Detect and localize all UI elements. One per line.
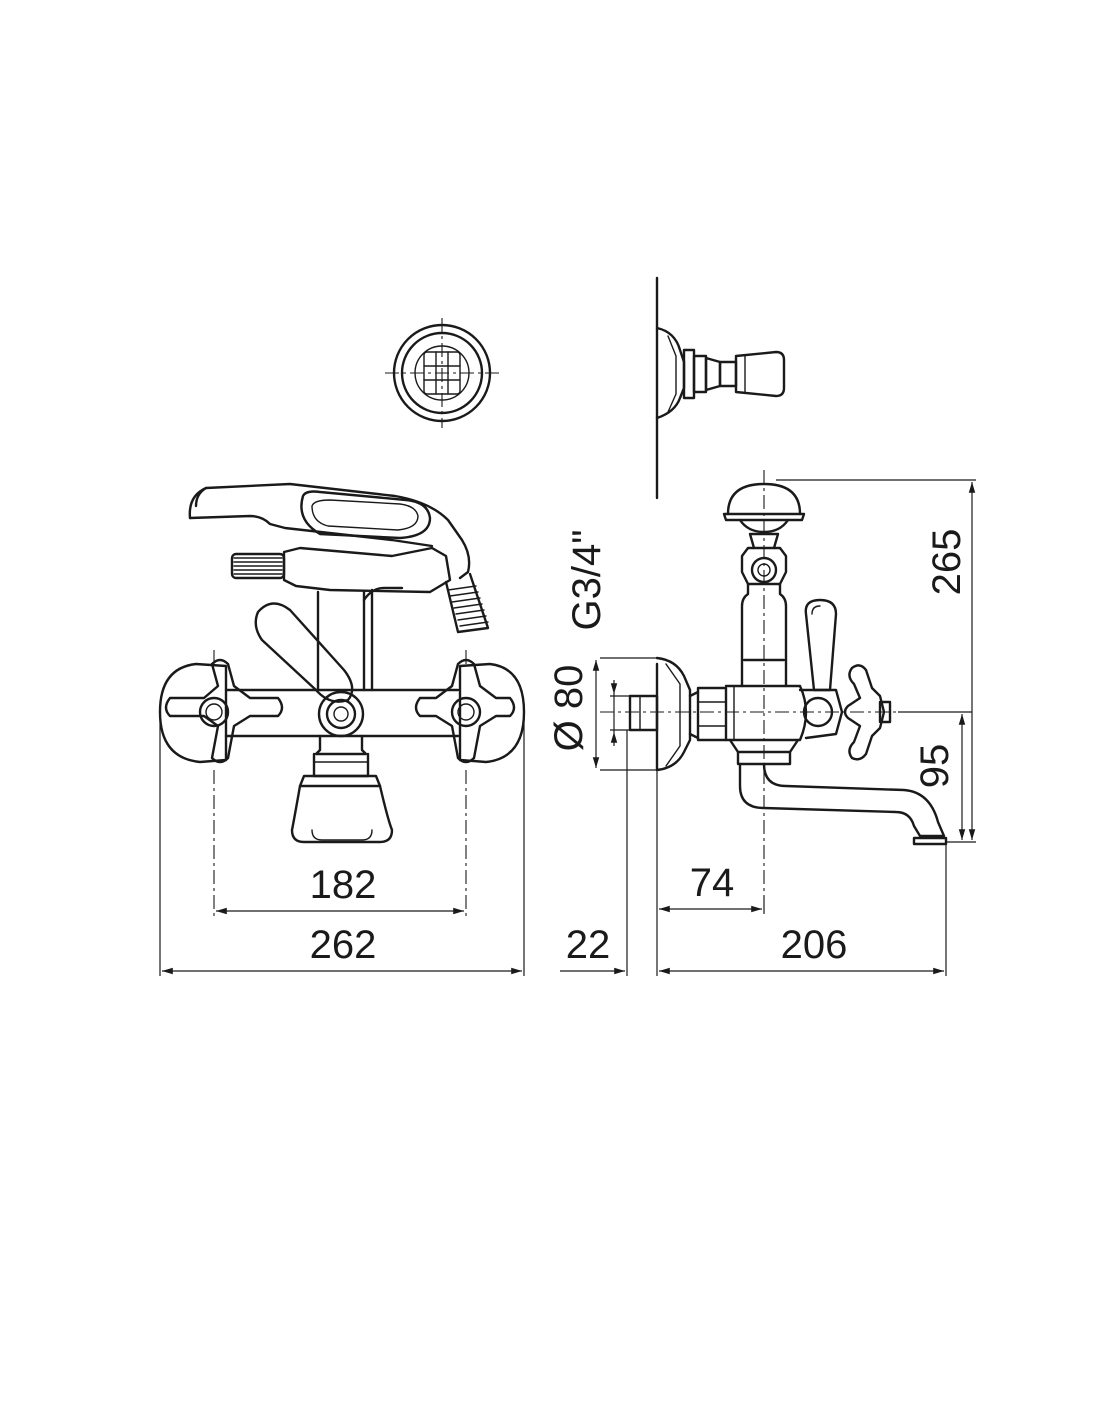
dim-wall-offset: 22 [566, 923, 611, 967]
dim-overall-width: 262 [310, 923, 377, 967]
dim-rosette-diameter: Ø 80 [547, 665, 591, 752]
front-view [158, 482, 526, 976]
dim-thread: G3/4" [565, 530, 609, 631]
lever-handle-side [798, 598, 844, 740]
rosette-front-view [385, 318, 499, 428]
dim-center-distance: 182 [310, 863, 377, 907]
right-valve [414, 658, 526, 764]
spout-front [290, 734, 394, 844]
diverter-lever [254, 602, 354, 703]
left-valve [158, 658, 284, 764]
wall-connection-side-view [655, 276, 786, 500]
hand-shower [188, 482, 490, 634]
side-view [560, 470, 976, 976]
dim-height-total: 265 [925, 529, 969, 596]
dim-spout-offset: 74 [690, 861, 735, 905]
dim-spout-height: 95 [913, 744, 957, 789]
dim-projection: 206 [781, 923, 848, 967]
